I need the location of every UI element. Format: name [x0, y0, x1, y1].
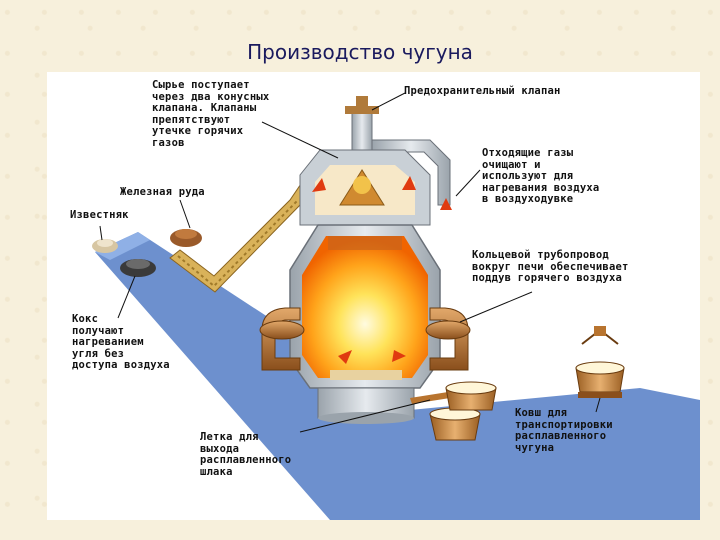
label-coke: Кокс получают нагреванием угля без досту…	[72, 314, 170, 372]
leader-iron-ore	[180, 200, 190, 228]
leader-raw-material	[262, 122, 338, 158]
leader-limestone	[100, 226, 102, 240]
label-ladle: Ковш для транспортировки расплавленного …	[515, 408, 613, 454]
label-limestone: Известняк	[70, 210, 129, 222]
label-raw-material: Сырье поступает через два конусных клапа…	[152, 80, 269, 149]
label-iron-ore: Железная руда	[120, 187, 205, 199]
slag-spout	[410, 392, 450, 404]
furnace-flame	[302, 236, 428, 378]
label-slag-taphole: Летка для выхода расплавленного шлака	[200, 432, 291, 478]
leader-exhaust	[456, 170, 480, 196]
label-safety-valve: Предохранительный клапан	[404, 86, 561, 98]
label-exhaust-gases: Отходящие газы очищают и используют для …	[482, 148, 599, 206]
leader-ring-pipeline	[460, 292, 532, 322]
label-ring-pipeline: Кольцевой трубопровод вокруг печи обеспе…	[472, 250, 629, 285]
leader-safety-valve	[372, 93, 405, 110]
